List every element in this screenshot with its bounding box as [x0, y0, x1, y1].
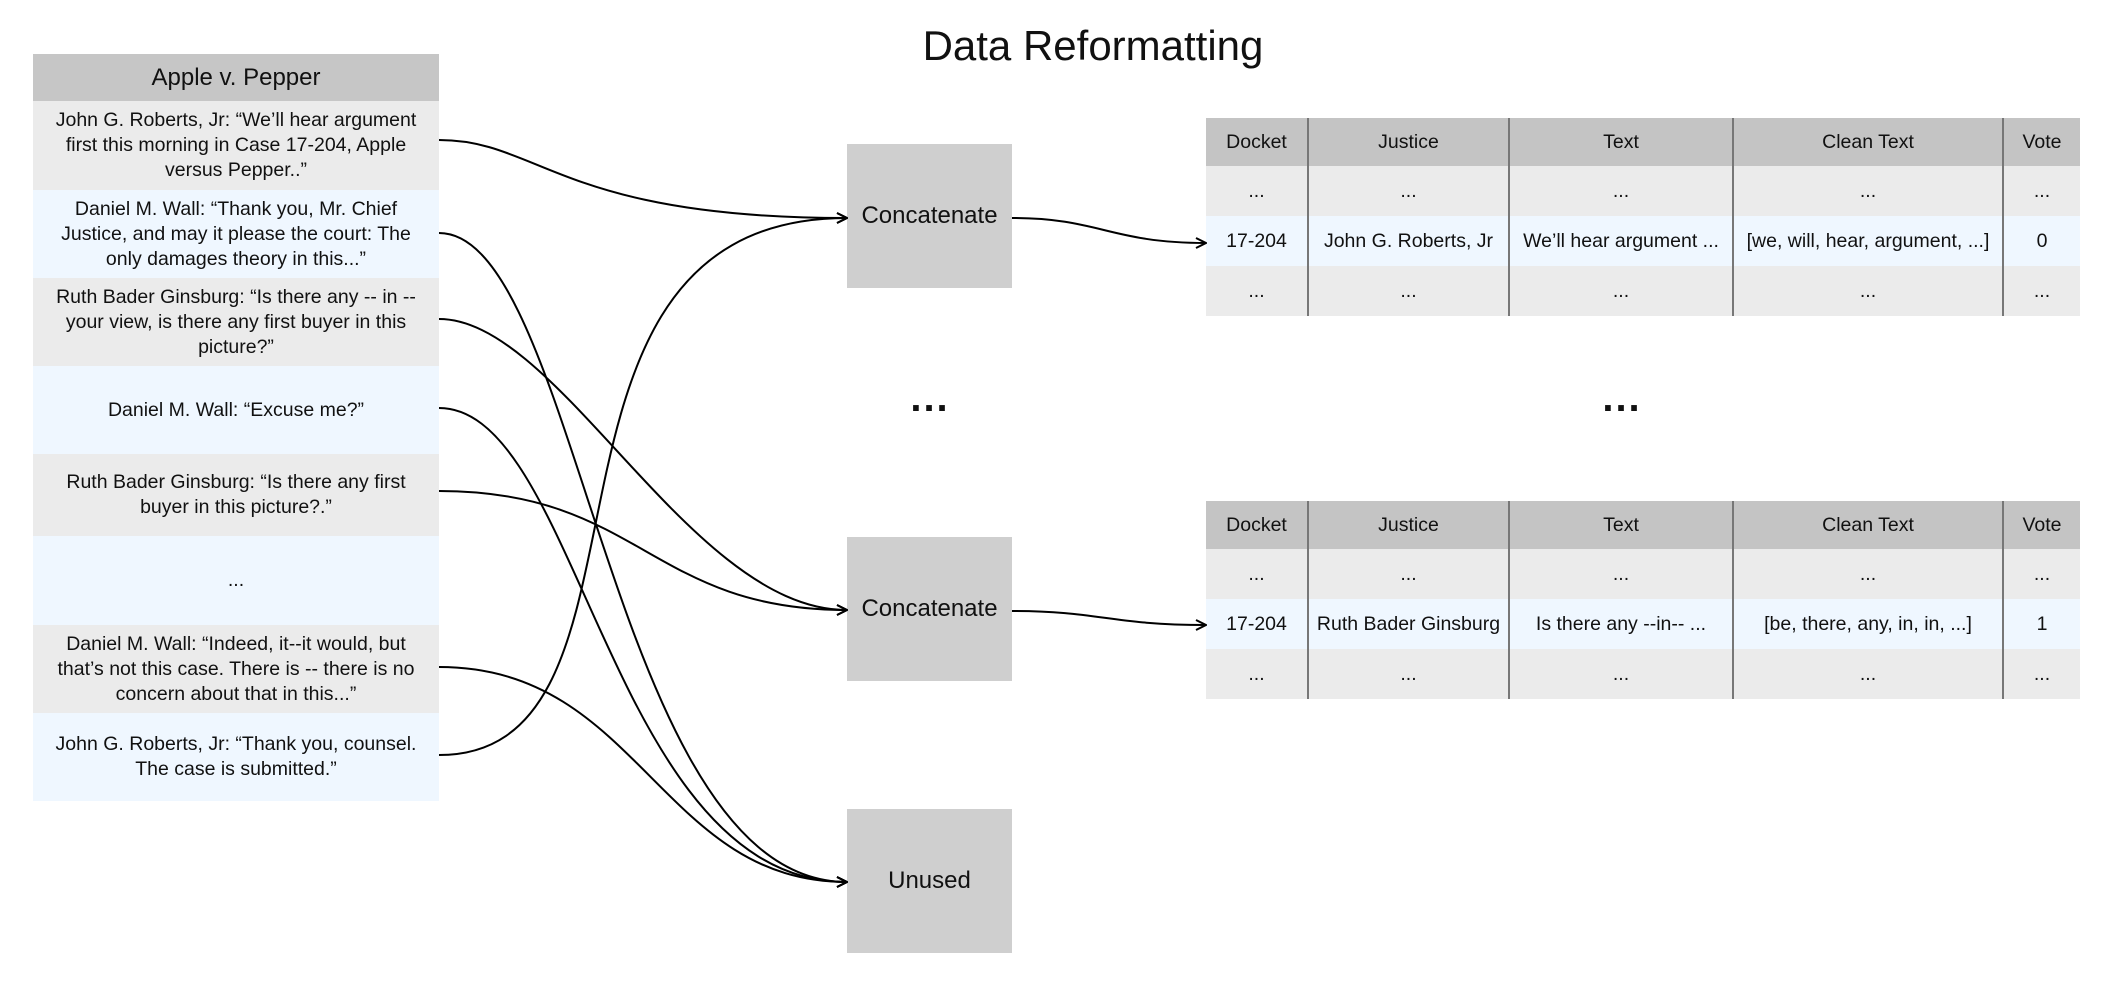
- table-cell: ...: [1307, 266, 1509, 316]
- table-cell: 17-204: [1206, 216, 1308, 266]
- table-cell: [be, there, any, in, in, ...]: [1732, 599, 2003, 649]
- arrow-utterance-3-to-concat-2: [438, 318, 847, 610]
- middle-ellipsis: ...: [910, 376, 950, 420]
- table-cell: ...: [1508, 166, 1733, 216]
- tables-ellipsis: ...: [1602, 376, 1642, 420]
- col-header-vote: Vote: [2002, 501, 2080, 549]
- utterance-ellipsis: ...: [33, 536, 439, 625]
- col-header-clean-text: Clean Text: [1732, 501, 2003, 549]
- utterance-2: Daniel M. Wall: “Thank you, Mr. Chief Ju…: [33, 190, 439, 278]
- table-cell: ...: [1732, 266, 2003, 316]
- transcript-panel: Apple v. Pepper John G. Roberts, Jr: “We…: [33, 54, 439, 801]
- utterance-5: Ruth Bader Ginsburg: “Is there any first…: [33, 454, 439, 536]
- col-header-text: Text: [1508, 118, 1733, 166]
- table-cell: ...: [2002, 166, 2080, 216]
- utterance-7: Daniel M. Wall: “Indeed, it--it would, b…: [33, 625, 439, 713]
- arrow-utterance-1-to-concat-1: [438, 139, 847, 218]
- table-cell: Is there any --in-- ...: [1508, 599, 1733, 649]
- arrow-concat-2-to-table-2: [1011, 610, 1206, 625]
- arrow-utterance-4-to-unused: [438, 407, 847, 882]
- table-cell: ...: [1508, 549, 1733, 599]
- table-row: ... ... ... ... ...: [1206, 649, 2080, 699]
- table-cell: 17-204: [1206, 599, 1308, 649]
- table-cell: ...: [1732, 649, 2003, 699]
- utterance-4: Daniel M. Wall: “Excuse me?”: [33, 366, 439, 454]
- table-cell: ...: [1206, 166, 1308, 216]
- utterance-1: John G. Roberts, Jr: “We’ll hear argumen…: [33, 101, 439, 190]
- unused-box: Unused: [847, 809, 1012, 953]
- arrow-utterance-5-to-concat-2: [438, 490, 847, 610]
- col-header-clean-text: Clean Text: [1732, 118, 2003, 166]
- col-header-justice: Justice: [1307, 118, 1509, 166]
- concatenate-box-2: Concatenate: [847, 537, 1012, 681]
- table-cell: ...: [2002, 649, 2080, 699]
- table-row: 17-204 Ruth Bader Ginsburg Is there any …: [1206, 599, 2080, 649]
- table-cell: ...: [1508, 649, 1733, 699]
- table-cell: We’ll hear argument ...: [1508, 216, 1733, 266]
- arrow-utterance-8-to-concat-1: [438, 218, 847, 756]
- output-table-2: Docket Justice Text Clean Text Vote ... …: [1206, 501, 2080, 699]
- utterance-8: John G. Roberts, Jr: “Thank you, counsel…: [33, 713, 439, 801]
- arrow-concat-1-to-table-1: [1011, 217, 1206, 243]
- table-cell: ...: [2002, 549, 2080, 599]
- table-cell: ...: [1508, 266, 1733, 316]
- table-cell: 0: [2002, 216, 2080, 266]
- concatenate-box-1: Concatenate: [847, 144, 1012, 288]
- arrow-utterance-2-to-unused: [438, 232, 847, 882]
- arrow-utterance-7-to-unused: [438, 666, 847, 882]
- table-cell: John G. Roberts, Jr: [1307, 216, 1509, 266]
- table-row: ... ... ... ... ...: [1206, 549, 2080, 599]
- table-cell: ...: [1206, 549, 1308, 599]
- transcript-header: Apple v. Pepper: [33, 54, 439, 101]
- table-cell: ...: [1307, 649, 1509, 699]
- table-cell: ...: [1732, 166, 2003, 216]
- table-row: ... ... ... ... ...: [1206, 266, 2080, 316]
- table-cell: ...: [1307, 166, 1509, 216]
- table-cell: ...: [1732, 549, 2003, 599]
- table-cell: [we, will, hear, argument, ...]: [1732, 216, 2003, 266]
- col-header-vote: Vote: [2002, 118, 2080, 166]
- col-header-text: Text: [1508, 501, 1733, 549]
- col-header-docket: Docket: [1206, 501, 1308, 549]
- table-row: 17-204 John G. Roberts, Jr We’ll hear ar…: [1206, 216, 2080, 266]
- table-cell: Ruth Bader Ginsburg: [1307, 599, 1509, 649]
- col-header-docket: Docket: [1206, 118, 1308, 166]
- table-cell: ...: [1206, 266, 1308, 316]
- table-cell: ...: [2002, 266, 2080, 316]
- table-row: ... ... ... ... ...: [1206, 166, 2080, 216]
- col-header-justice: Justice: [1307, 501, 1509, 549]
- table-cell: ...: [1206, 649, 1308, 699]
- table-cell: ...: [1307, 549, 1509, 599]
- output-table-1: Docket Justice Text Clean Text Vote ... …: [1206, 118, 2080, 316]
- utterance-3: Ruth Bader Ginsburg: “Is there any -- in…: [33, 278, 439, 366]
- diagram-title: Data Reformatting: [922, 22, 1264, 69]
- table-cell: 1: [2002, 599, 2080, 649]
